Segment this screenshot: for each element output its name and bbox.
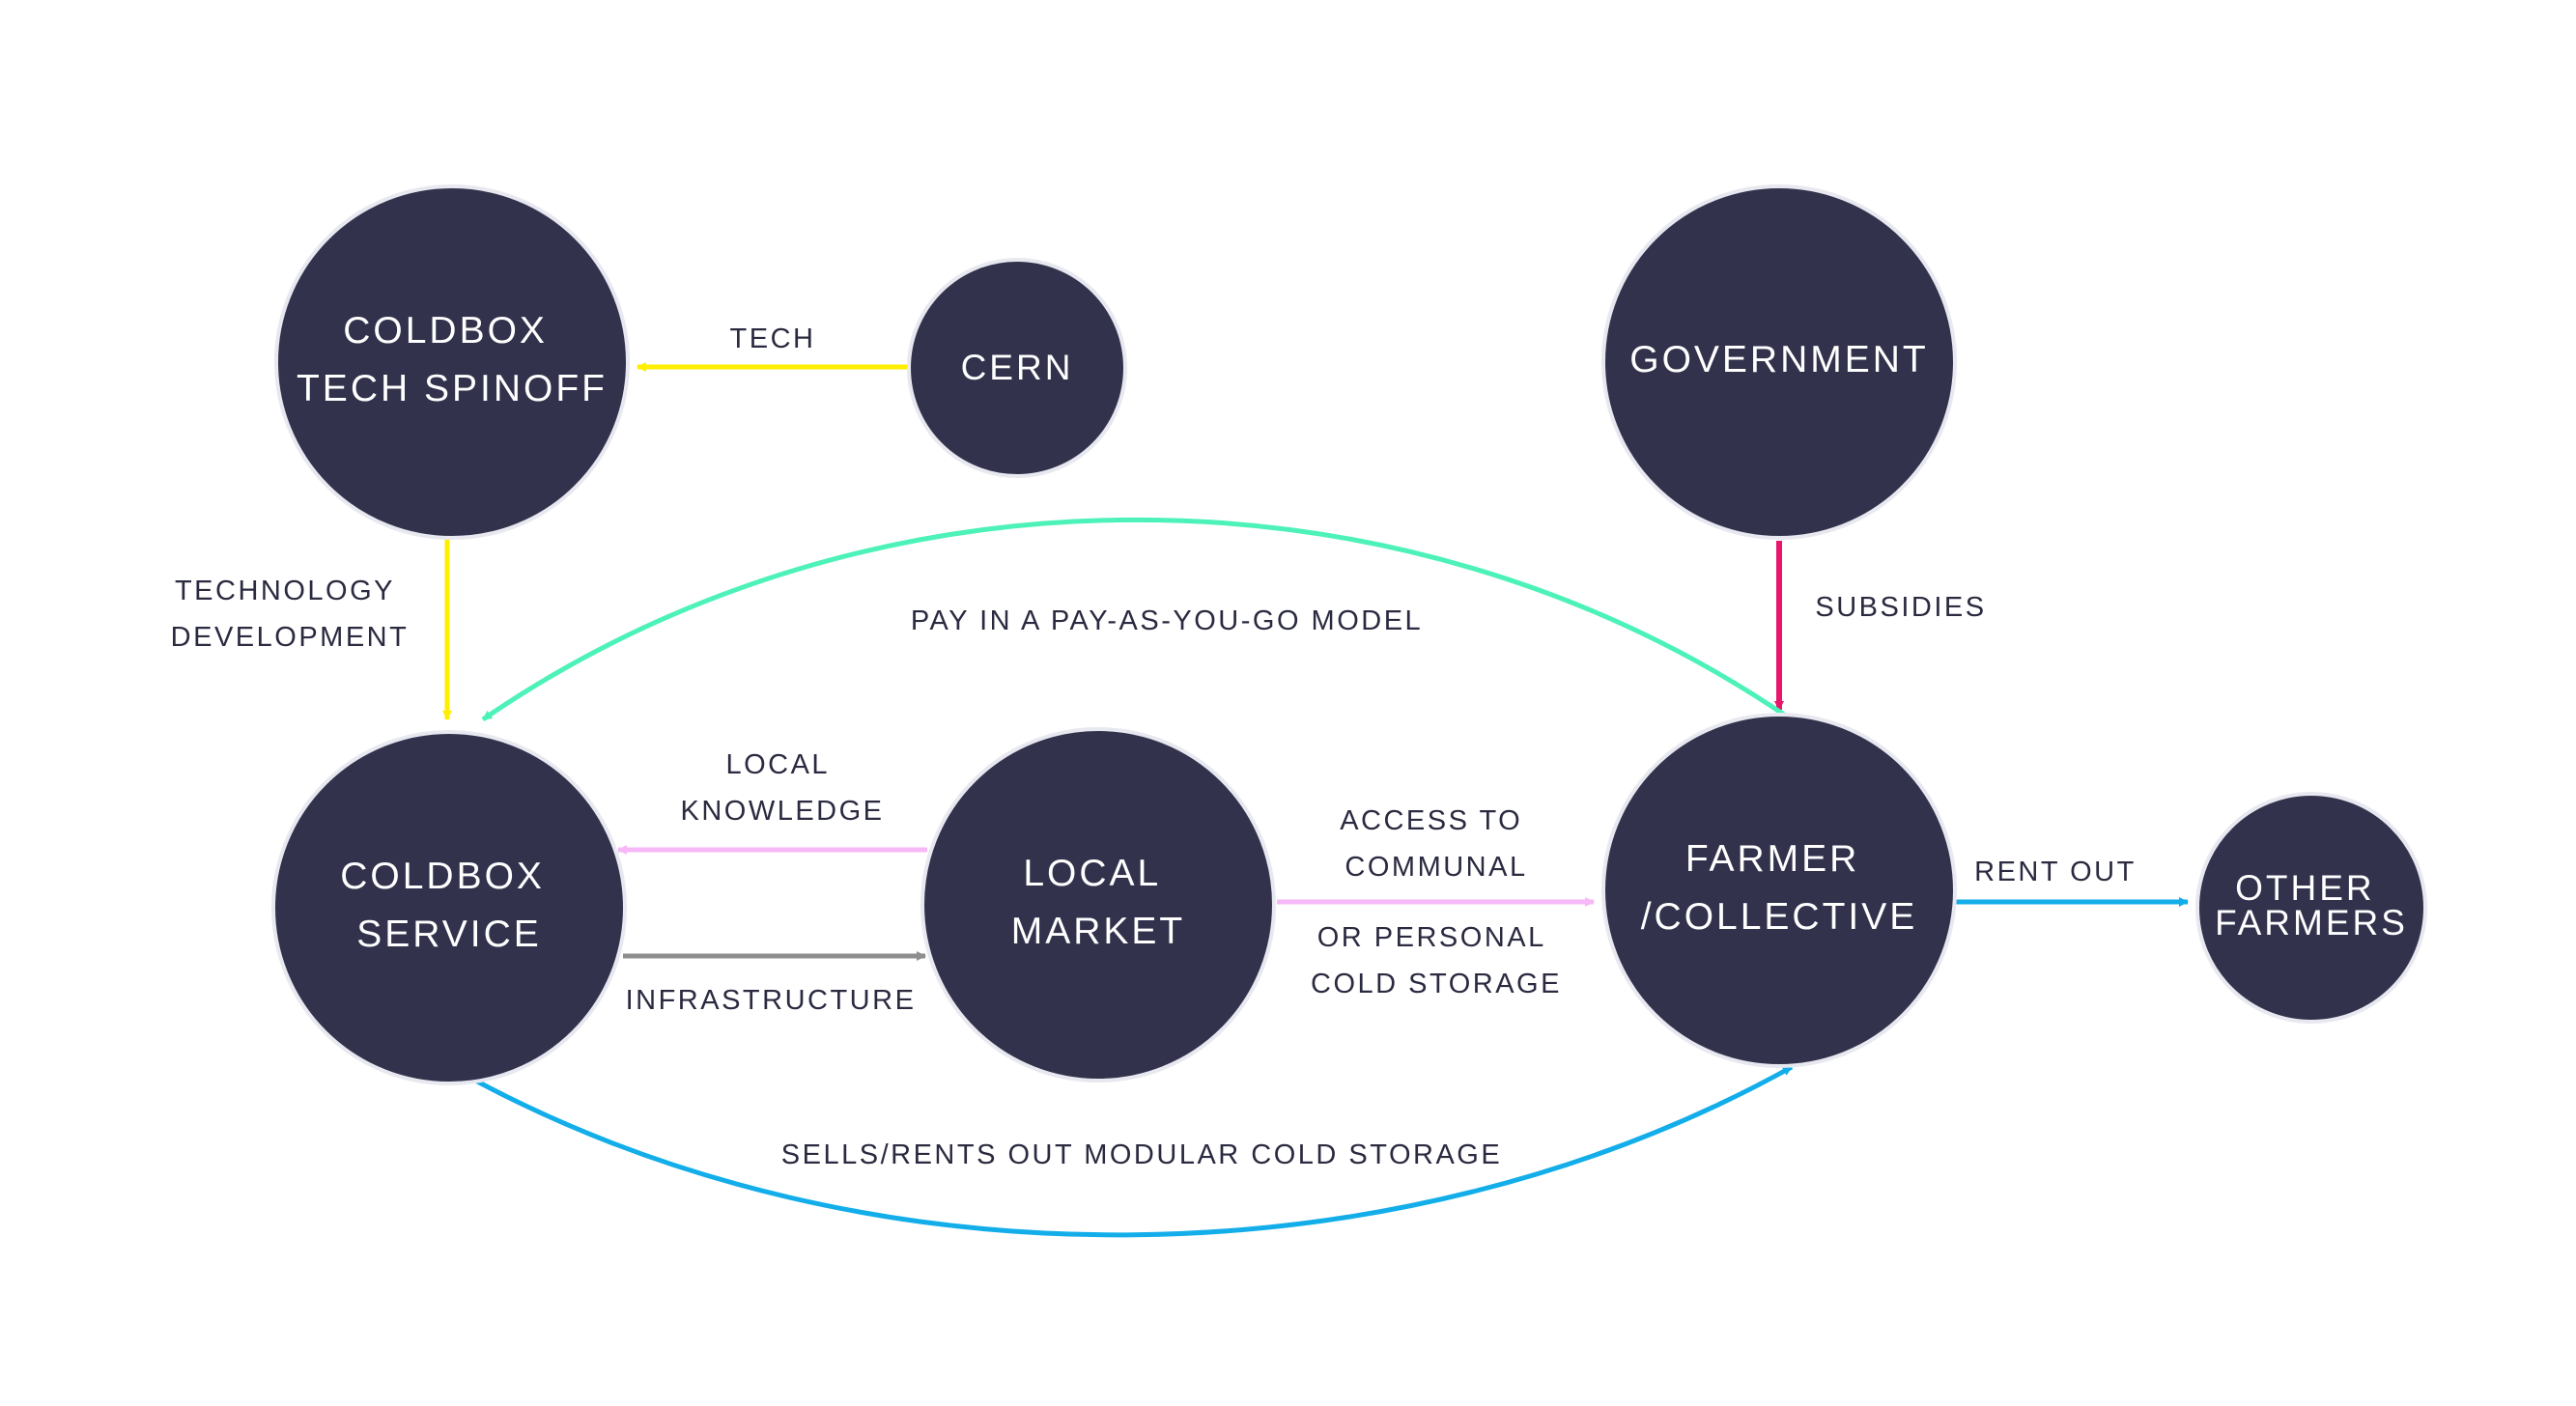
edge-label-sells-rents: SELLS/RENTS OUT MODULAR COLD STORAGE	[781, 1139, 1502, 1170]
node-local-market: LOCAL MARKET	[920, 727, 1276, 1083]
edge-label-access-storage-bottom: OR PERSONAL COLD STORAGE	[1311, 922, 1562, 999]
node-government: GOVERNMENT	[1601, 184, 1957, 540]
node-farmer-collective: FARMER /COLLECTIVE	[1601, 713, 1957, 1068]
node-label: COLDBOX SERVICE	[340, 856, 558, 955]
node-other-farmers: OTHER FARMERS	[2195, 792, 2427, 1024]
edge-label-pay-as-you-go: PAY IN A PAY-AS-YOU-GO MODEL	[911, 605, 1423, 636]
pay-as-you-go-arrow	[481, 517, 1789, 722]
node-coldbox-tech-spinoff: COLDBOX TECH SPINOFF	[274, 184, 630, 540]
sells-rents-arrow	[467, 1064, 1794, 1238]
edge-label-subsidies: SUBSIDIES	[1815, 592, 1986, 623]
node-label: CERN	[961, 348, 1074, 387]
node-label: LOCAL MARKET	[1011, 853, 1186, 952]
edge-label-infrastructure: INFRASTRUCTURE	[626, 985, 917, 1016]
node-label: GOVERNMENT	[1629, 339, 1929, 380]
node-label: FARMER /COLLECTIVE	[1641, 838, 1918, 938]
node-cern: CERN	[907, 258, 1127, 478]
node-label: COLDBOX TECH SPINOFF	[297, 310, 608, 409]
edge-label-access-storage-top: ACCESS TO COMMUNAL	[1340, 805, 1533, 883]
edge-label-rent-out: RENT OUT	[1974, 857, 2137, 887]
edge-label-local-knowledge: LOCAL KNOWLEDGE	[680, 749, 884, 827]
node-coldbox-service: COLDBOX SERVICE	[271, 730, 627, 1085]
node-label: OTHER FARMERS	[2215, 868, 2408, 942]
edge-label-technology-development: TECHNOLOGY DEVELOPMENT	[171, 576, 410, 653]
edge-label-tech: TECH	[730, 323, 816, 354]
